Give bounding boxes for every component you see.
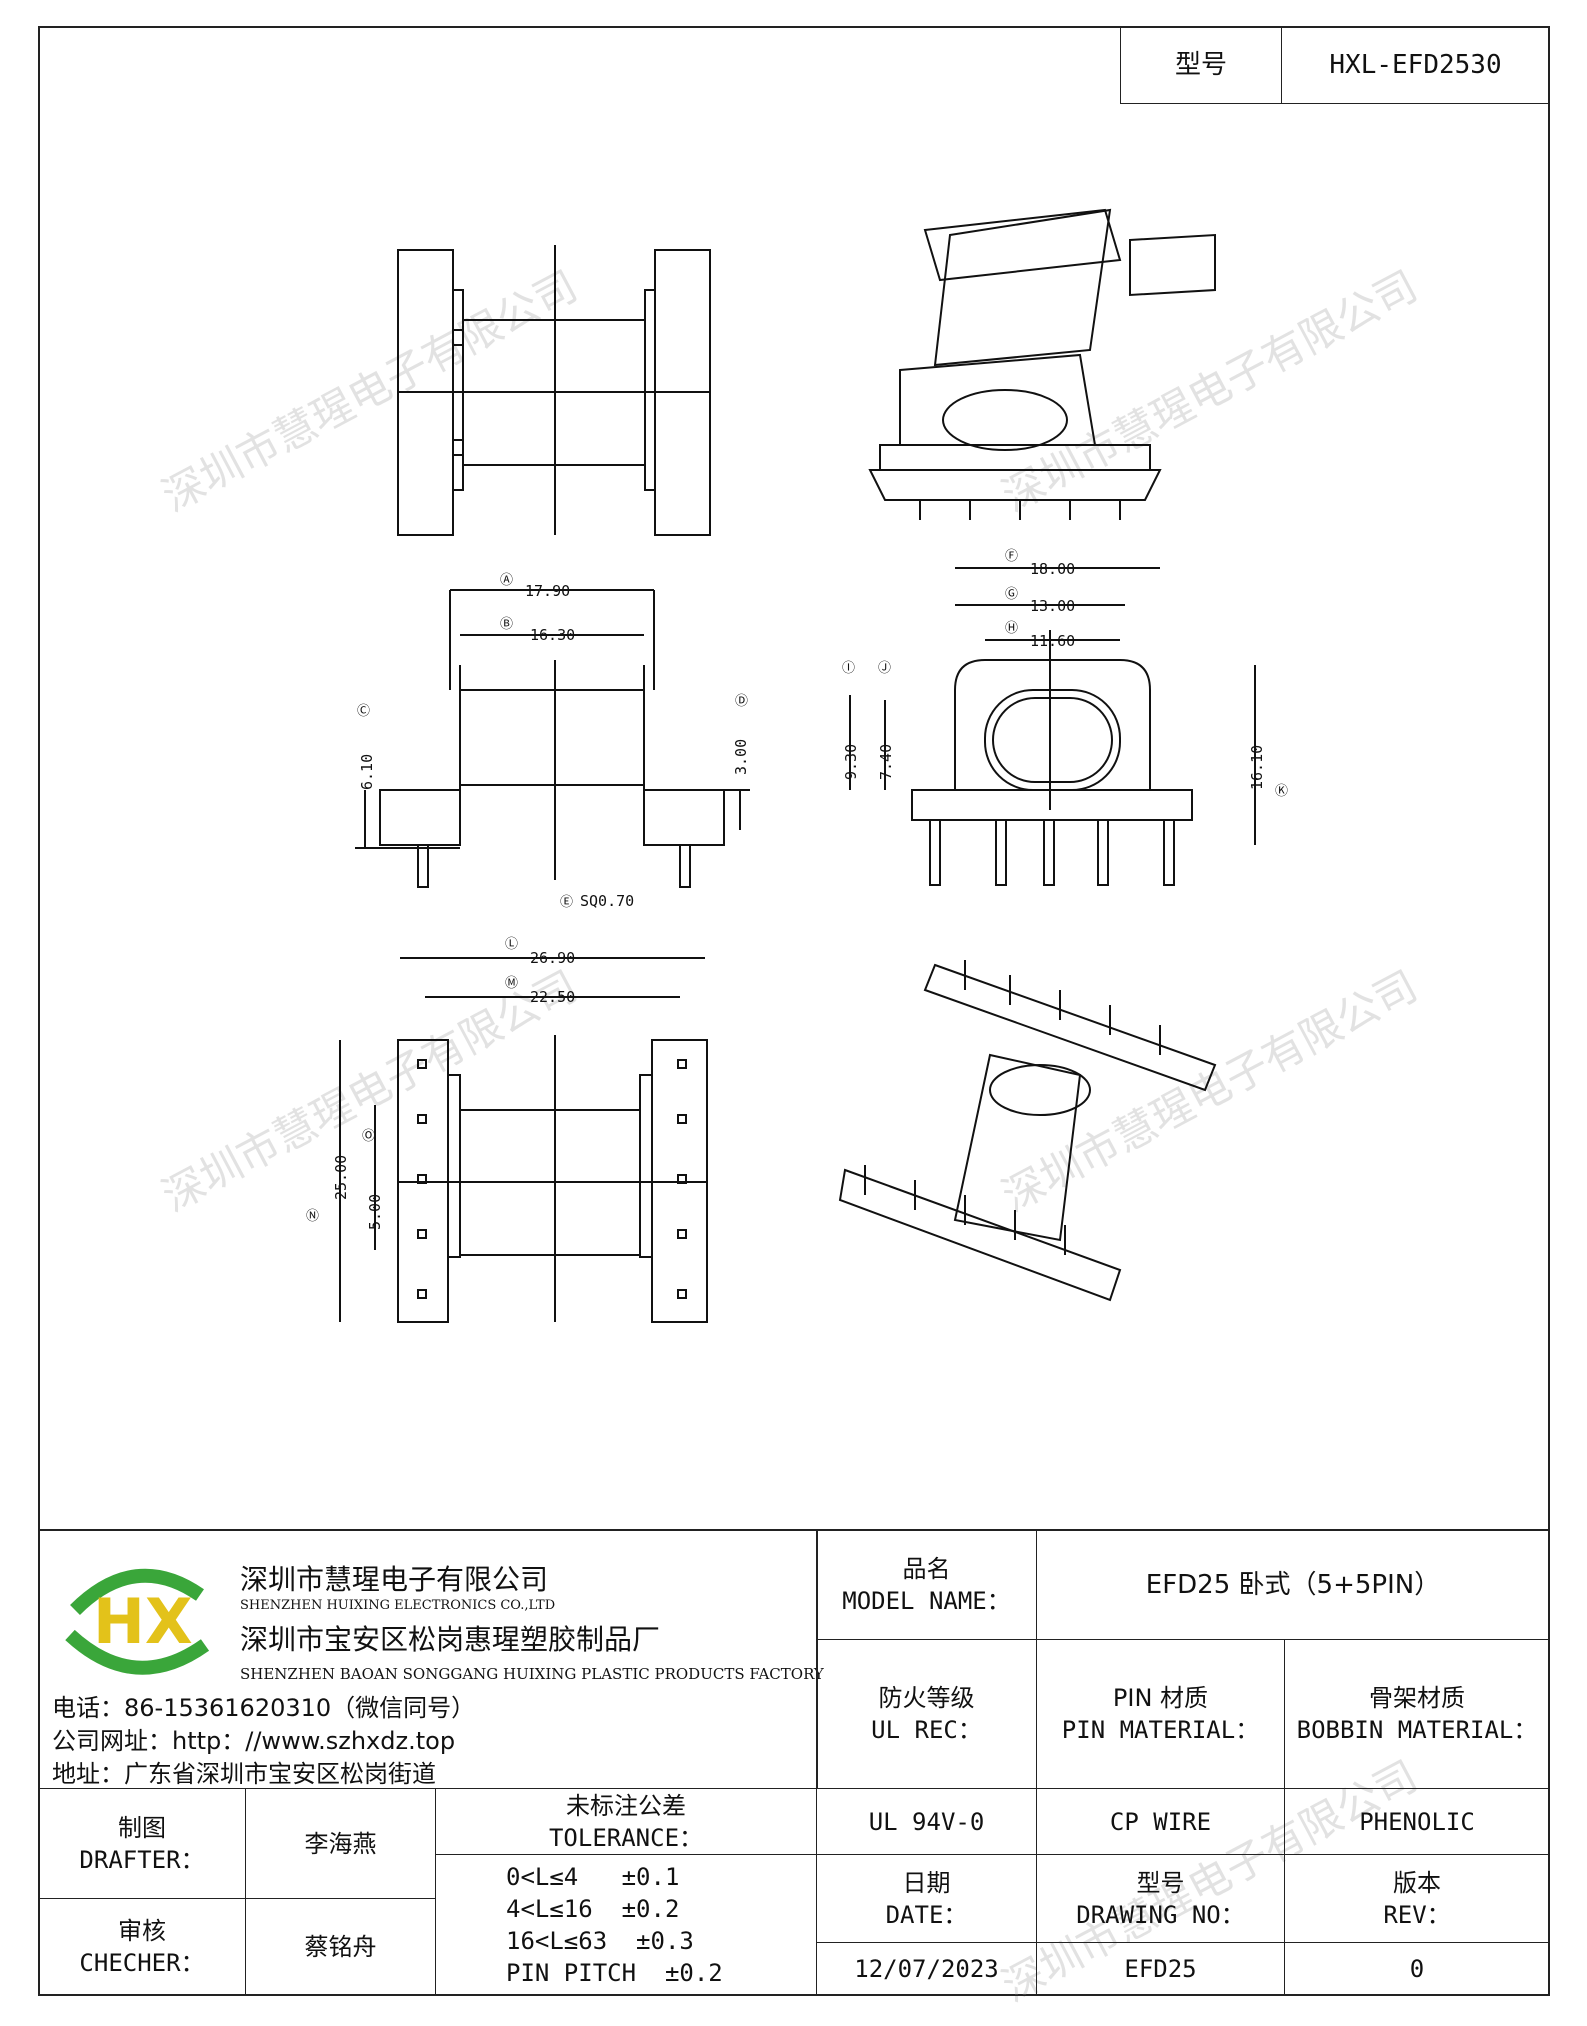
dim-h-marker: Ⓗ	[1005, 621, 1018, 636]
bobbin-material-value: PHENOLIC	[1284, 1788, 1550, 1855]
side-view	[355, 589, 750, 888]
factory-name-en: SHENZHEN BAOAN SONGGANG HUIXING PLASTIC …	[240, 1665, 824, 1683]
dim-g-value: 13.00	[1030, 597, 1075, 615]
date-value: 12/07/2023	[816, 1942, 1037, 1996]
dim-h-value: 11.60	[1030, 632, 1075, 650]
dim-j-marker: Ⓙ	[878, 661, 891, 676]
company-phone: 电话：86-15361620310（微信同号）	[52, 1694, 476, 1722]
company-address: 地址：广东省深圳市宝安区松岗街道	[52, 1760, 436, 1788]
top-view	[339, 957, 708, 1323]
tolerance-line: 0<L≤4 ±0.1	[506, 1863, 680, 1891]
logo-text: HX	[93, 1585, 193, 1658]
top-view-dimensions: Ⓛ 26.90 Ⓜ 22.50 Ⓝ 25.00 Ⓞ 5.00	[306, 937, 575, 1230]
dim-f-marker: Ⓕ	[1005, 549, 1018, 564]
tolerance-line: PIN PITCH ±0.2	[506, 1959, 723, 1987]
front-view	[397, 245, 711, 536]
dim-n-value: 25.00	[332, 1155, 350, 1200]
tolerance-values: 0<L≤4 ±0.1 4<L≤16 ±0.2 16<L≤63 ±0.3 PIN …	[435, 1854, 817, 1996]
dim-i-value: 9.30	[842, 744, 860, 780]
dim-e-marker: Ⓔ	[560, 895, 573, 910]
dim-a-marker: Ⓐ	[500, 573, 513, 588]
pin-material-value: CP WIRE	[1036, 1788, 1285, 1855]
dim-f-value: 18.00	[1030, 560, 1075, 578]
end-view-dimensions: Ⓕ 18.00 Ⓖ 13.00 Ⓗ 11.60 Ⓘ 9.30 Ⓙ 7.40 Ⓚ …	[842, 549, 1288, 799]
model-value: HXL-EFD2530	[1329, 50, 1502, 80]
dim-o-marker: Ⓞ	[362, 1129, 375, 1144]
title-block-border	[38, 1529, 1550, 1531]
dim-b-marker: Ⓑ	[500, 617, 513, 632]
divider	[816, 1529, 818, 1789]
drafter-name: 李海燕	[245, 1788, 436, 1899]
side-view-dimensions: Ⓐ 17.90 Ⓑ 16.30 Ⓒ 6.10 Ⓓ 3.00 Ⓔ SQ0.70	[357, 573, 750, 910]
dim-b-value: 16.30	[530, 626, 575, 644]
dim-g-marker: Ⓖ	[1005, 587, 1018, 602]
model-value-cell: HXL-EFD2530	[1281, 26, 1550, 104]
model-name-value: EFD25 卧式（5+5PIN）	[1036, 1529, 1550, 1640]
model-label: 型号	[1174, 50, 1227, 80]
dim-l-marker: Ⓛ	[505, 937, 518, 952]
checker-name: 蔡铭舟	[245, 1898, 436, 1996]
dim-c-value: 6.10	[358, 754, 376, 790]
dim-i-marker: Ⓘ	[842, 661, 855, 676]
dim-l-value: 26.90	[530, 949, 575, 967]
dim-c-marker: Ⓒ	[357, 704, 370, 719]
dim-a-value: 17.90	[525, 582, 570, 600]
dim-o-value: 5.00	[366, 1194, 384, 1230]
company-website: 公司网址：http：//www.szhxdz.top	[52, 1727, 456, 1755]
tolerance-line: 16<L≤63 ±0.3	[506, 1927, 694, 1955]
isometric-view-top	[868, 208, 1216, 520]
dim-d-marker: Ⓓ	[735, 694, 748, 709]
dim-d-value: 3.00	[732, 739, 750, 775]
company-name-cn: 深圳市慧瑆电子有限公司	[240, 1563, 549, 1596]
dim-n-marker: Ⓝ	[306, 1209, 319, 1224]
end-view	[849, 567, 1256, 886]
dim-e-value: SQ0.70	[580, 892, 634, 910]
isometric-view-bottom	[838, 960, 1217, 1302]
model-label-cell: 型号	[1120, 26, 1282, 104]
rev-value: 0	[1284, 1942, 1550, 1996]
dim-k-value: 16.10	[1248, 745, 1266, 790]
dim-m-marker: Ⓜ	[505, 976, 518, 991]
ul-rec-value: UL 94V-0	[816, 1788, 1037, 1855]
dim-j-value: 7.40	[877, 744, 895, 780]
drawing-no-value: EFD25	[1036, 1942, 1285, 1996]
company-logo: HX	[55, 1555, 215, 1675]
technical-drawing: Ⓐ 17.90 Ⓑ 16.30 Ⓒ 6.10 Ⓓ 3.00 Ⓔ SQ0.70 Ⓕ…	[306, 208, 1288, 1323]
dim-k-marker: Ⓚ	[1275, 784, 1288, 799]
dim-m-value: 22.50	[530, 988, 575, 1006]
factory-name-cn: 深圳市宝安区松岗惠瑆塑胶制品厂	[240, 1623, 661, 1656]
tolerance-line: 4<L≤16 ±0.2	[506, 1895, 680, 1923]
company-name-en: SHENZHEN HUIXING ELECTRONICS CO.,LTD	[240, 1598, 556, 1613]
